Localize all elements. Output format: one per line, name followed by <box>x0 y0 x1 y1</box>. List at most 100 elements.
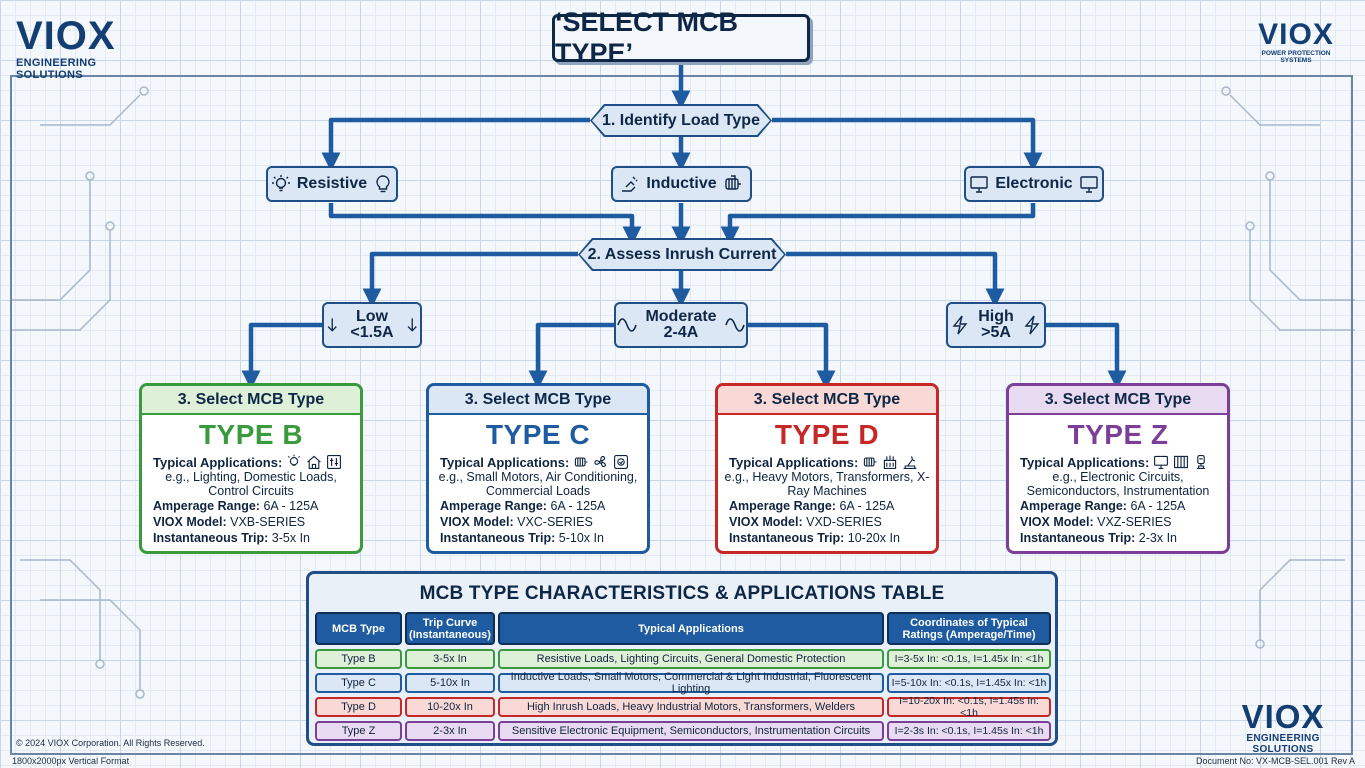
card-header: 3. Select MCB Type <box>718 386 936 415</box>
card-trip: 3-5x In <box>271 531 310 545</box>
arrow-down-icon <box>327 318 337 332</box>
inrush-value: <1.5A <box>350 324 394 341</box>
card-example: e.g., Lighting, Domestic Loads, Control … <box>165 470 337 498</box>
card-trip: 5-10x In <box>558 531 604 545</box>
table-cell-trip: 3-5x In <box>405 649 495 669</box>
inrush-option-low: Low<1.5A <box>322 302 422 348</box>
air-conditioner-icon <box>614 455 629 469</box>
card-type: TYPE D <box>774 419 880 450</box>
logo-subtitle: ENGINEERING SOLUTIONS <box>1246 733 1320 755</box>
motor-icon <box>575 457 588 467</box>
card-model-label: VIOX Model: <box>153 515 227 529</box>
card-amp-label: Amperage Range: <box>1020 499 1127 513</box>
card-example: e.g., Small Motors, Air Conditioning, Co… <box>438 470 638 498</box>
table-cell-trip: 5-10x In <box>405 673 495 693</box>
logo-subtitle: POWER PROTECTION SYSTEMS <box>1261 50 1331 64</box>
card-example: e.g., Heavy Motors, Transformers, X-Ray … <box>724 470 930 498</box>
card-header: 3. Select MCB Type <box>1009 386 1227 415</box>
logo-bottom-right: VIOX ENGINEERING SOLUTIONS <box>1218 700 1348 755</box>
inrush-value: 2-4A <box>663 324 699 341</box>
lightbulb-icon <box>376 175 390 193</box>
inrush-level: High <box>978 308 1014 325</box>
circuit-board-icon <box>1174 455 1189 469</box>
load-option-resistive: Resistive <box>266 166 398 202</box>
table-cell-applications: Resistive Loads, Lighting Circuits, Gene… <box>498 649 884 669</box>
characteristics-table: MCB TYPE CHARACTERISTICS & APPLICATIONS … <box>306 571 1058 746</box>
document-number: Document No: VX-MCB-SEL.001 Rev A <box>1196 756 1356 766</box>
inrush-level: Low <box>355 308 388 325</box>
transformer-icon <box>884 455 897 469</box>
instrument-icon <box>1197 455 1206 469</box>
card-trip-label: Instantaneous Trip: <box>729 531 845 545</box>
step2-box: 2. Assess Inrush Current <box>578 238 786 271</box>
card-trip: 2-3x In <box>1138 531 1177 545</box>
lightbulb-icon <box>288 454 301 466</box>
table-header-applications: Typical Applications <box>498 612 884 645</box>
page-title: ‘SELECT MCB TYPE’ <box>552 7 810 68</box>
monitor-icon <box>1154 455 1169 469</box>
card-model: VXD-SERIES <box>806 515 882 529</box>
mcb-card-type-c: 3. Select MCB Type TYPE C Typical Applic… <box>426 383 650 554</box>
inrush-value: >5A <box>981 324 1011 341</box>
table-header-ratings: Coordinates of Typical Ratings (Amperage… <box>887 612 1051 645</box>
format-text: 1800x2000px Vertical Format <box>12 756 130 766</box>
load-option-electronic: Electronic <box>964 166 1104 202</box>
table-cell-ratings: I=2-3s In: <0.1s, I=1.45s In: <1h <box>887 721 1051 741</box>
lightbulb-rays-icon <box>271 175 290 192</box>
card-amp-label: Amperage Range: <box>153 499 260 513</box>
inrush-option-high: High>5A <box>946 302 1046 348</box>
card-model-label: VIOX Model: <box>440 515 514 529</box>
motor-hand-icon <box>622 176 638 192</box>
card-header: 3. Select MCB Type <box>142 386 360 415</box>
card-header: 3. Select MCB Type <box>429 386 647 415</box>
copyright-text: © 2024 VIOX Corporation. All Rights Rese… <box>16 738 205 748</box>
table-cell-applications: Sensitive Electronic Equipment, Semicond… <box>498 721 884 741</box>
table-header-type: MCB Type <box>315 612 402 645</box>
card-model: VXB-SERIES <box>230 515 306 529</box>
card-amp: 6A - 125A <box>1130 499 1186 513</box>
card-type: TYPE B <box>198 419 304 450</box>
step2-label: 2. Assess Inrush Current <box>580 240 784 269</box>
card-amp-label: Amperage Range: <box>729 499 836 513</box>
card-model-label: VIOX Model: <box>1020 515 1094 529</box>
table-cell-trip: 10-20x In <box>405 697 495 717</box>
mcb-card-type-b: 3. Select MCB Type TYPE B Typical Applic… <box>139 383 363 554</box>
lightning-icon <box>1024 315 1040 335</box>
logo-top-left: VIOX ENGINEERING SOLUTIONS <box>16 16 166 81</box>
house-icon <box>307 455 322 469</box>
table-header-trip-curve: Trip Curve (Instantaneous) <box>405 612 495 645</box>
monitor-icon <box>970 176 989 193</box>
card-type: TYPE C <box>485 419 591 450</box>
card-apps-label: Typical Applications: <box>153 454 283 470</box>
table-cell-ratings: I=10-20x In: <0.1s, I=1.45s In: <1h <box>887 695 1051 719</box>
card-amp: 6A - 125A <box>839 499 895 513</box>
table-cell-type: Type Z <box>315 721 402 741</box>
table-cell-ratings: I=3-5x In: <0.1s, I=1.45x In: <1h <box>887 649 1051 669</box>
card-example: e.g., Electronic Circuits, Semiconductor… <box>1026 470 1210 498</box>
card-trip-label: Instantaneous Trip: <box>153 531 269 545</box>
step1-label: 1. Identify Load Type <box>592 106 770 135</box>
card-model: VXZ-SERIES <box>1097 515 1172 529</box>
sine-wave-icon <box>617 318 638 332</box>
table-cell-applications: High Inrush Loads, Heavy Industrial Moto… <box>498 697 884 717</box>
logo-subtitle: ENGINEERING SOLUTIONS <box>16 57 97 81</box>
logo-top-right: VIOX POWER PROTECTION SYSTEMS <box>1246 20 1346 65</box>
step1-box: 1. Identify Load Type <box>590 104 772 137</box>
control-panel-icon <box>327 455 342 469</box>
load-option-label: Electronic <box>995 175 1073 192</box>
sine-wave-icon <box>724 318 745 332</box>
table-cell-type: Type C <box>315 673 402 693</box>
card-type: TYPE Z <box>1067 419 1169 450</box>
motor-icon <box>864 457 877 467</box>
card-amp: 6A - 125A <box>550 499 606 513</box>
mcb-card-type-z: 3. Select MCB Type TYPE Z Typical Applic… <box>1006 383 1230 554</box>
logo-text: VIOX <box>1241 698 1325 735</box>
card-model: VXC-SERIES <box>517 515 593 529</box>
card-amp: 6A - 125A <box>263 499 319 513</box>
table-cell-trip: 2-3x In <box>405 721 495 741</box>
xray-machine-icon <box>903 456 917 469</box>
card-apps-label: Typical Applications: <box>440 454 570 470</box>
card-apps-label: Typical Applications: <box>1020 454 1150 470</box>
